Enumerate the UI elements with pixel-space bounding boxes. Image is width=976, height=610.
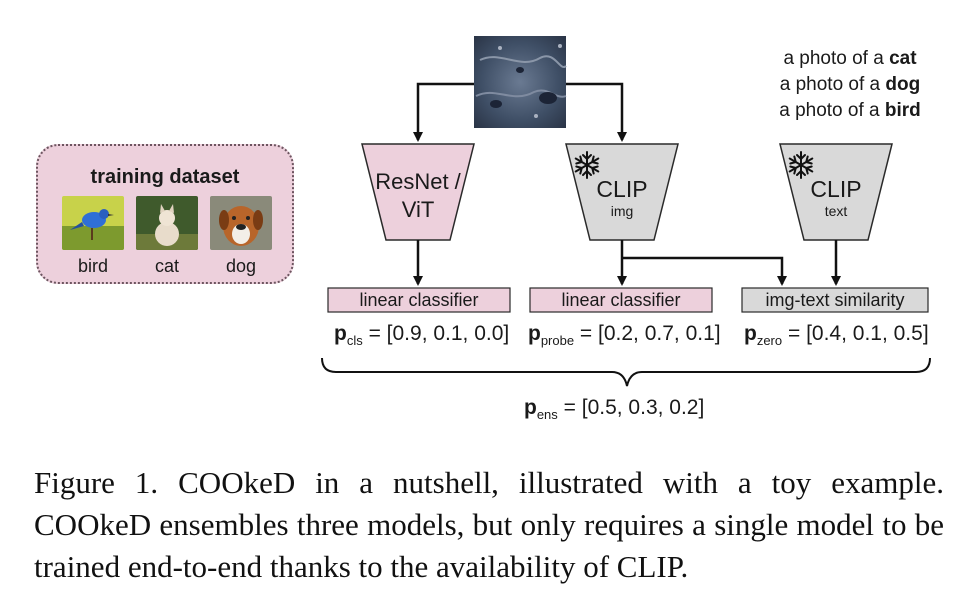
head-probe-box xyxy=(529,287,713,313)
clip-text-name: CLIP xyxy=(810,176,862,202)
output-ens-values: = [0.5, 0.3, 0.2] xyxy=(563,396,705,419)
output-cls-values: = [0.9, 0.1, 0.0] xyxy=(368,322,510,345)
cat-image xyxy=(136,196,198,250)
output-probe-p: p xyxy=(528,322,541,345)
figure-caption: Figure 1. COOkeD in a nutshell, illustra… xyxy=(34,465,944,584)
bird-image xyxy=(62,196,124,250)
training-dataset-title: training dataset xyxy=(90,166,240,188)
snowflake-icon xyxy=(786,150,816,180)
text-prompt: a photo of a cat xyxy=(730,48,970,70)
clip-img-sub: img xyxy=(610,203,634,219)
resnet-vit-model xyxy=(361,143,475,241)
clip-text-sub: text xyxy=(824,203,848,219)
clip-img-label: CLIP img xyxy=(566,176,678,220)
resnet-label-line1: ResNet / xyxy=(375,169,461,194)
arrow-clip-img-to-similarity xyxy=(622,256,787,286)
output-zero-sub: zero xyxy=(756,333,783,349)
prompt-class: dog xyxy=(885,74,921,95)
output-ens: pens = [0.5, 0.3, 0.2] xyxy=(524,396,704,422)
output-ens-p: p xyxy=(524,396,537,419)
clip-text-label: CLIP text xyxy=(780,176,892,220)
head-cls-label: linear classifier xyxy=(359,290,479,310)
head-zero-box xyxy=(741,287,929,313)
dog-image xyxy=(210,196,272,250)
head-probe-label: linear classifier xyxy=(561,290,681,310)
head-zero-label: img-text similarity xyxy=(765,290,905,310)
snowflake-icon xyxy=(572,150,602,180)
training-dataset-box: training dataset xyxy=(36,144,294,284)
resnet-label: ResNet / ViT xyxy=(362,168,474,224)
head-cls-box xyxy=(327,287,511,313)
output-probe-values: = [0.2, 0.7, 0.1] xyxy=(579,322,721,345)
clip-img-name: CLIP xyxy=(596,176,648,202)
resnet-label-line2: ViT xyxy=(401,197,435,222)
text-prompt: a photo of a dog xyxy=(730,74,970,96)
text-prompt: a photo of a bird xyxy=(730,100,970,122)
ensemble-brace xyxy=(321,357,931,387)
output-cls-p: p xyxy=(334,322,347,345)
arrow-image-to-clip-img xyxy=(566,82,627,142)
input-image xyxy=(474,36,567,128)
prompt-prefix: a photo of a xyxy=(779,100,885,121)
output-zero: pzero = [0.4, 0.1, 0.5] xyxy=(744,322,929,348)
output-zero-p: p xyxy=(744,322,757,345)
output-zero-values: = [0.4, 0.1, 0.5] xyxy=(787,322,929,345)
prompt-class: cat xyxy=(889,48,917,69)
class-label-dog: dog xyxy=(225,256,257,276)
prompt-prefix: a photo of a xyxy=(783,48,890,69)
output-ens-sub: ens xyxy=(536,407,558,423)
output-cls-sub: cls xyxy=(346,333,363,349)
class-label-cat: cat xyxy=(154,256,179,276)
prompt-prefix: a photo of a xyxy=(779,74,886,95)
prompt-class: bird xyxy=(884,100,921,121)
class-label-bird: bird xyxy=(77,256,108,276)
output-probe-sub: probe xyxy=(540,333,575,349)
output-probe: pprobe = [0.2, 0.7, 0.1] xyxy=(528,322,721,348)
arrow-image-to-resnet xyxy=(413,82,474,142)
output-cls: pcls = [0.9, 0.1, 0.0] xyxy=(334,322,509,348)
